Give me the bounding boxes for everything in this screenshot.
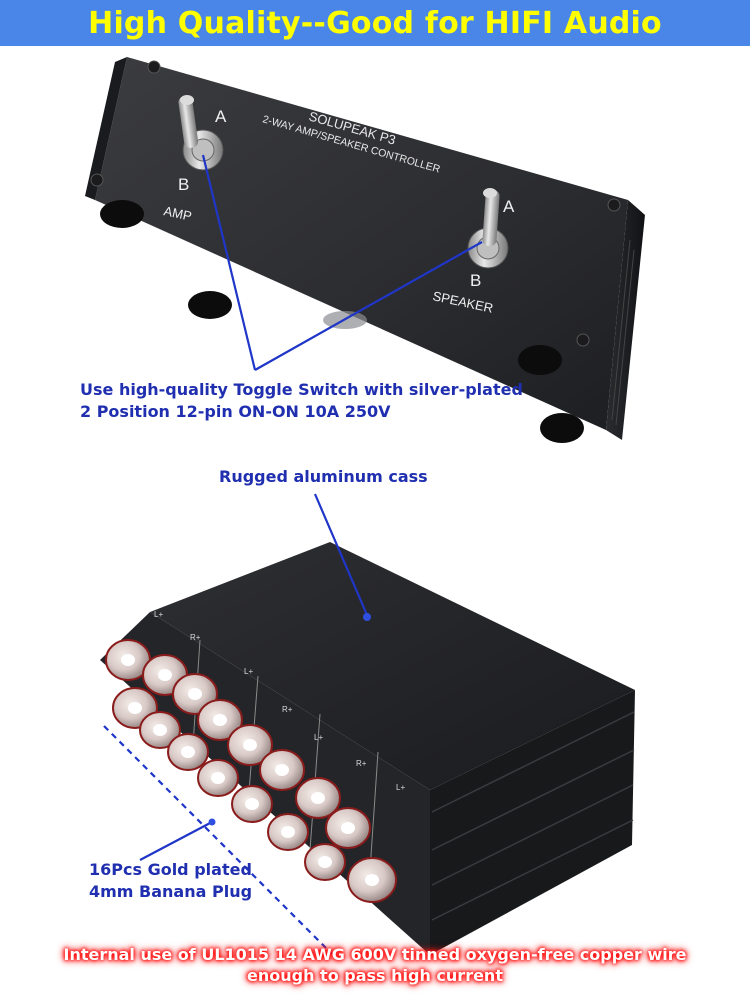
banana-plug — [325, 807, 371, 849]
case-annotation: Rugged aluminum cass — [219, 467, 428, 486]
banana-plug — [259, 749, 305, 791]
banana-plug — [197, 759, 239, 797]
terminal-label: R+ — [190, 633, 201, 642]
banana-plug — [167, 733, 209, 771]
plug-pointer-dot — [208, 818, 216, 826]
banana-plug — [197, 699, 243, 741]
banana-plug — [105, 639, 151, 681]
banana-plug — [139, 711, 181, 749]
banner-title: High Quality--Good for HIFI Audio — [88, 5, 662, 41]
toggle-switch-annotation: Use high-quality Toggle Switch with silv… — [80, 379, 523, 423]
banana-plug — [304, 843, 346, 881]
toggle-annotation-line1: Use high-quality Toggle Switch with silv… — [80, 380, 523, 399]
amp-toggle-switch — [178, 95, 224, 171]
title-banner: High Quality--Good for HIFI Audio — [0, 0, 750, 46]
controller-top-view: SOLUPEAK P3 2-WAY AMP/SPEAKER CONTROLLER… — [85, 57, 645, 443]
case-pointer-line — [313, 493, 371, 621]
plug-annotation-line1: 16Pcs Gold plated — [89, 860, 252, 879]
terminal-label: L+ — [396, 783, 405, 792]
plug-pointer-lines — [103, 725, 333, 955]
speaker-pos-a: A — [503, 197, 515, 216]
speaker-toggle-switch — [467, 188, 509, 269]
amp-pos-b: B — [178, 175, 189, 194]
banana-plug-terminals — [105, 639, 397, 903]
banana-plug — [227, 724, 273, 766]
footer-line2: enough to pass high current — [247, 966, 503, 985]
terminal-label: L+ — [154, 610, 163, 619]
amp-pos-a: A — [215, 107, 227, 126]
speaker-pos-b: B — [470, 271, 481, 290]
controller-back-view: L+ R+ L+ R+ L+ R+ L+ — [100, 542, 635, 955]
banana-plug — [267, 813, 309, 851]
banana-plug — [347, 857, 397, 903]
banana-plug — [231, 785, 273, 823]
amp-label: AMP — [162, 203, 193, 224]
banana-plug-annotation: 16Pcs Gold plated 4mm Banana Plug — [89, 859, 252, 903]
wire-spec-footer: Internal use of UL1015 14 AWG 600V tinne… — [0, 944, 750, 986]
toggle-annotation-line2: 2 Position 12-pin ON-ON 10A 250V — [80, 402, 391, 421]
footer-line1: Internal use of UL1015 14 AWG 600V tinne… — [63, 945, 687, 964]
terminal-labels: L+ R+ L+ R+ L+ R+ L+ — [154, 610, 405, 792]
plug-annotation-line2: 4mm Banana Plug — [89, 882, 253, 901]
banana-plug — [295, 777, 341, 819]
terminal-label: L+ — [314, 733, 323, 742]
terminal-label: R+ — [282, 705, 293, 714]
terminal-label: R+ — [356, 759, 367, 768]
terminal-label: L+ — [244, 667, 253, 676]
toggle-pointer-lines — [201, 154, 483, 371]
